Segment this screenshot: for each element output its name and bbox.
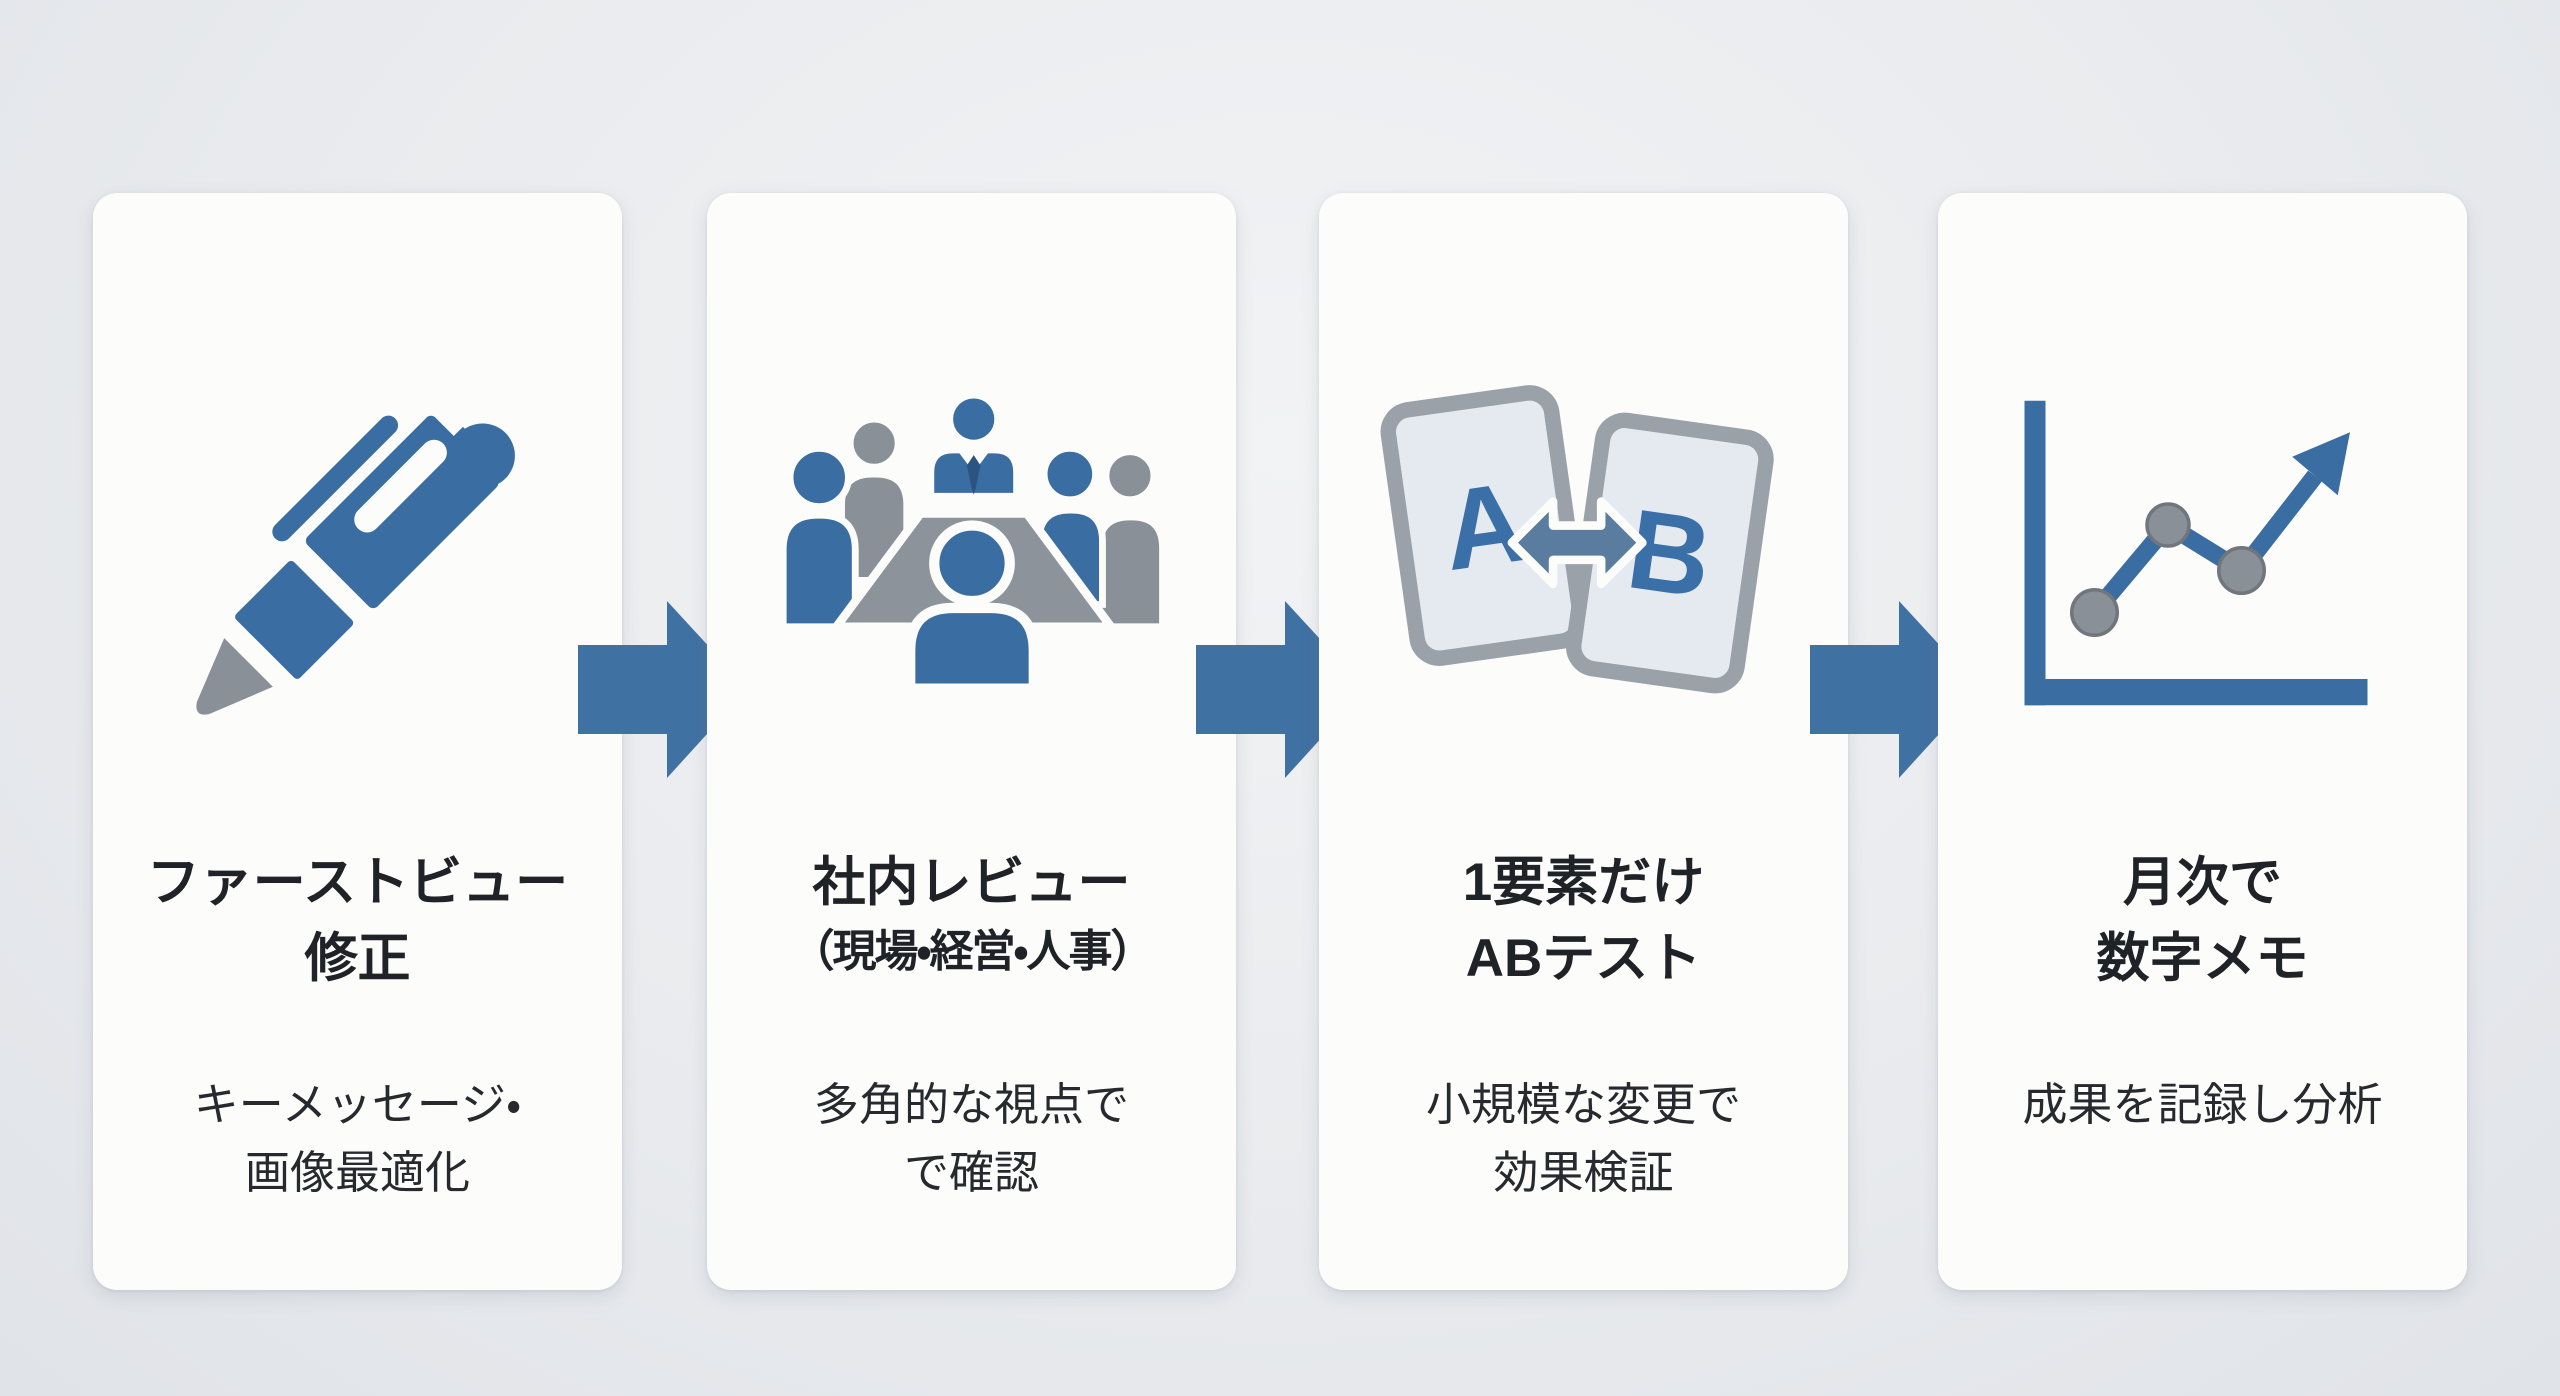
step-subtitle-line: 効果検証 — [1493, 1146, 1674, 1198]
step-subtitle: キーメッセージ・ 画像最適化 — [93, 1071, 622, 1206]
step-title-line: ファーストビュー — [146, 853, 569, 912]
step-subtitle-line: で確認 — [903, 1146, 1039, 1198]
step-title: 1要素だけ ABテスト — [1319, 845, 1848, 997]
step-title: 月次で 数字メモ — [1938, 845, 2467, 997]
step-subtitle-line: 多角的な視点で — [813, 1079, 1129, 1130]
step-subtitle-line: 小規模な変更で — [1425, 1079, 1741, 1130]
step-title-line: ABテスト — [1465, 928, 1702, 988]
ab-test-icon: A B — [1380, 385, 1774, 694]
step-title: 社内レビュー （現場・経営・人事） — [707, 845, 1236, 984]
meeting-icon — [779, 391, 1166, 694]
step-title-line: 社内レビュー — [812, 853, 1131, 912]
step-subtitle-line: 成果を記録し分析 — [2022, 1079, 2383, 1130]
step-4-icon-wrap — [1938, 343, 2467, 763]
step-subtitle-line: キーメッセージ・ — [193, 1079, 522, 1130]
step-title-line: 数字メモ — [2096, 928, 2309, 988]
pen-icon — [195, 415, 515, 715]
step-title-line: 修正 — [304, 928, 411, 988]
step-subtitle: 成果を記録し分析 — [1938, 1071, 2467, 1139]
flow-arrow-icon — [1810, 601, 1980, 779]
step-title: ファーストビュー 修正 — [93, 845, 622, 997]
step-subtitle: 多角的な視点で で確認 — [707, 1071, 1236, 1206]
step-card-4: 月次で 数字メモ 成果を記録し分析 — [1938, 193, 2467, 1290]
step-subtitle-line: 画像最適化 — [244, 1146, 470, 1198]
chart-icon — [2024, 400, 2367, 706]
step-title-line: 1要素だけ — [1462, 853, 1705, 912]
step-2-icon-wrap — [707, 343, 1236, 763]
step-subtitle: 小規模な変更で 効果検証 — [1319, 1071, 1848, 1206]
flow-arrow-icon — [578, 601, 748, 779]
step-title-line: （現場・経営・人事） — [790, 926, 1155, 976]
swap-arrow-icon — [1507, 497, 1647, 589]
ab-letter-a: A — [1435, 458, 1534, 595]
step-1-icon-wrap — [93, 343, 622, 763]
step-card-2: 社内レビュー （現場・経営・人事） 多角的な視点で で確認 — [707, 193, 1236, 1290]
step-3-icon-wrap: A B — [1319, 343, 1848, 763]
step-card-3: A B 1要素だけ ABテスト 小規模な変更で 効果検証 — [1319, 193, 1848, 1290]
step-card-1: ファーストビュー 修正 キーメッセージ・ 画像最適化 — [93, 193, 622, 1290]
step-title-line: 月次で — [2123, 853, 2282, 912]
